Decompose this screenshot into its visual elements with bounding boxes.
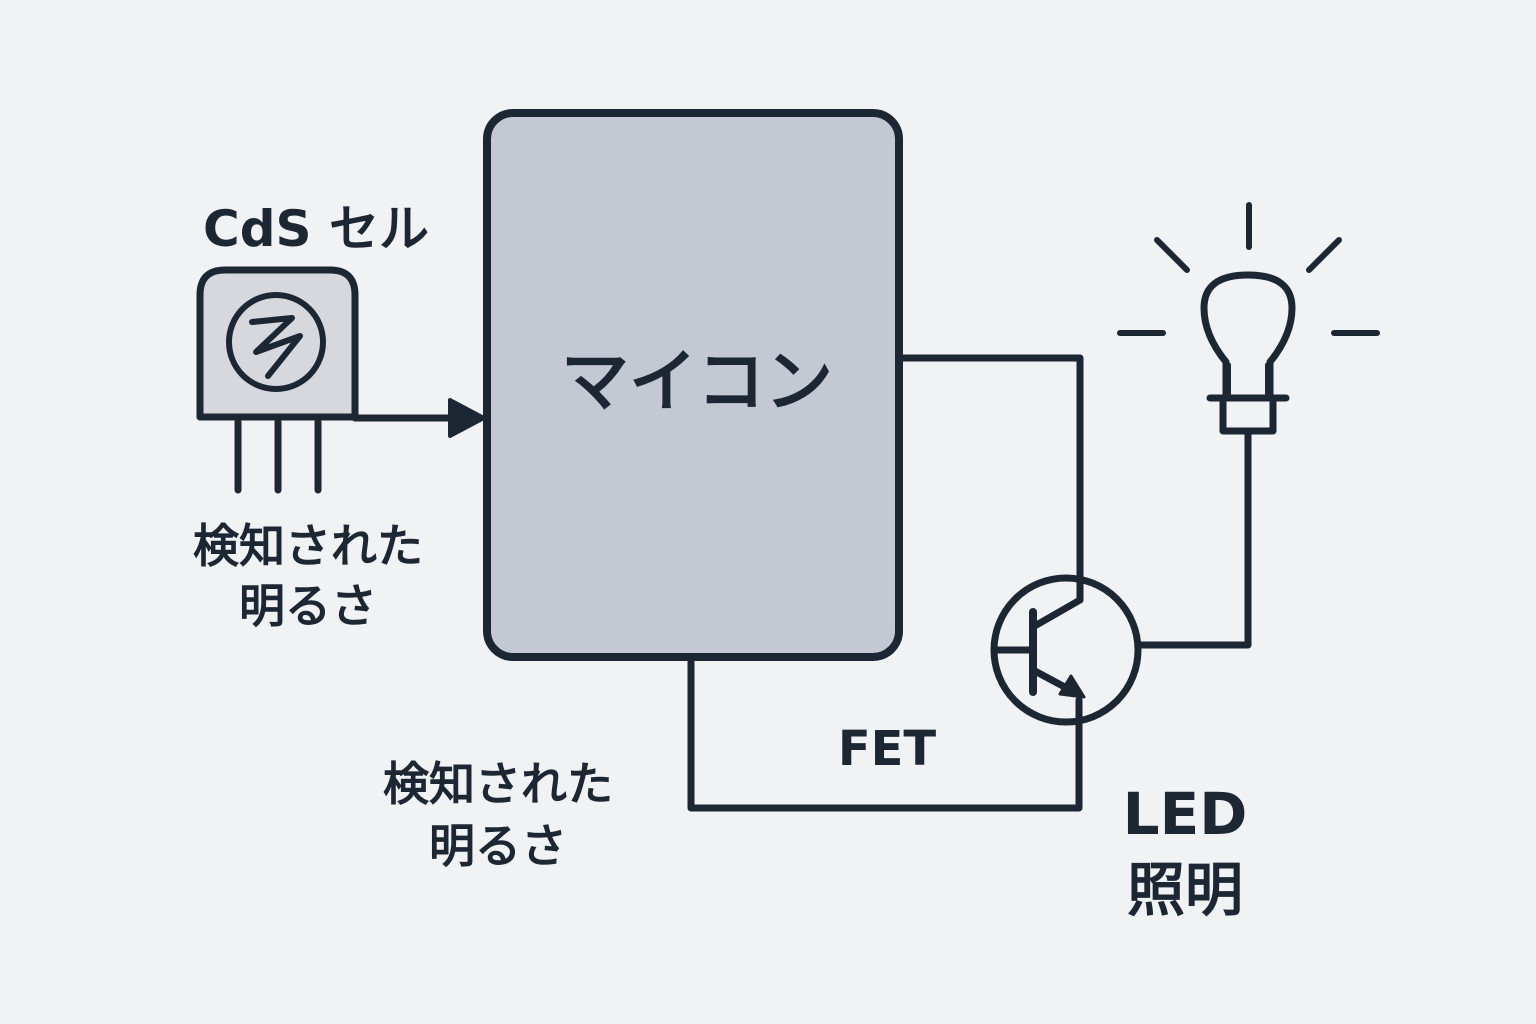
npn-transistor-symbol <box>990 574 1142 726</box>
detected-brightness-label-1-line1: 検知された <box>193 519 423 573</box>
cds-cell-title: CdS セル <box>203 200 429 258</box>
detected-brightness-label-2-line2: 明るさ <box>429 819 567 873</box>
mcu-to-collector-wire <box>897 354 1084 604</box>
fet-label: FET <box>838 721 937 777</box>
transistor-to-led-wire <box>1134 428 1252 649</box>
mcu-ground-loop-wire <box>687 658 1083 812</box>
cds-sensor <box>196 266 359 494</box>
led-label-line1: LED <box>1123 780 1248 848</box>
mcu-block <box>483 109 903 661</box>
cds-photoresistor-icon <box>226 292 326 392</box>
light-bulb-icon <box>1200 271 1296 435</box>
detected-brightness-label-1-line2: 明るさ <box>239 579 377 633</box>
mcu-label: マイコン <box>561 343 833 422</box>
light-rays <box>1117 202 1380 336</box>
detected-brightness-label-2-line1: 検知された <box>383 757 613 811</box>
sensor-to-mcu-arrowhead <box>448 398 486 438</box>
led-label-line2: 照明 <box>1127 856 1243 924</box>
